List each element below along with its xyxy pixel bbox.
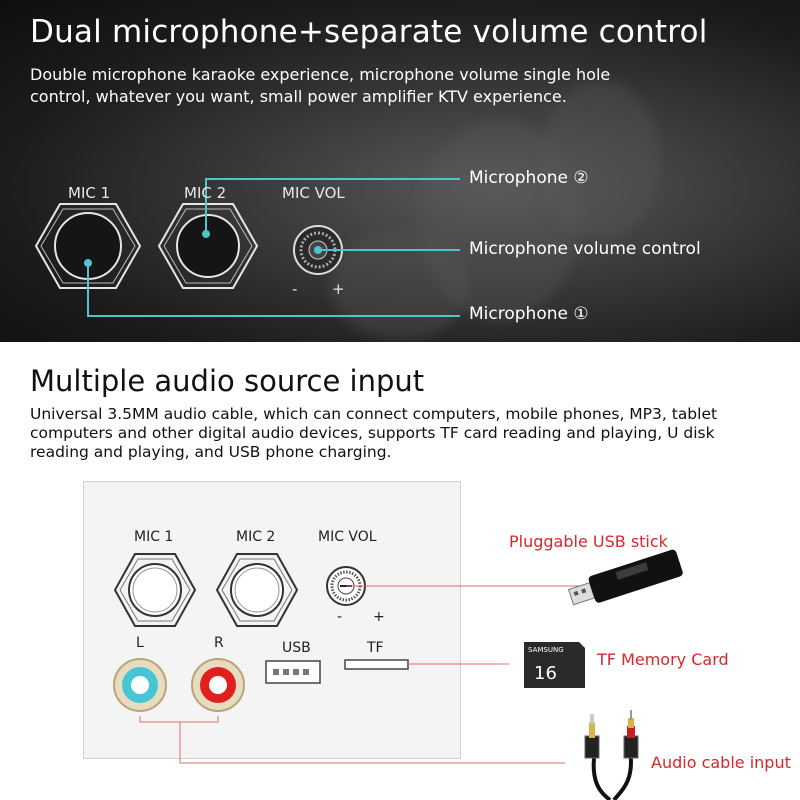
volume-plus-label: +: [332, 280, 345, 298]
rear-panel: [83, 481, 461, 759]
audio-cable-icon: [584, 710, 639, 800]
mic-vol-label: MIC VOL: [318, 529, 377, 545]
callout-volume-control: Microphone volume control: [469, 239, 701, 259]
mic-2-label: MIC 2: [236, 529, 276, 545]
tf-card-icon: SAMSUNG 16: [524, 642, 585, 688]
left-channel-label: L: [136, 635, 144, 651]
volume-plus-label: +: [373, 609, 385, 625]
mic-panel-diagram: [34, 178, 460, 317]
input-panel-diagram: SAMSUNG 16: [113, 549, 683, 800]
sd-card-brand: SAMSUNG: [528, 646, 564, 654]
callout-tf-card: TF Memory Card: [597, 650, 729, 669]
mic-1-jack-icon: [113, 553, 197, 627]
mic-2-label: MIC 2: [184, 184, 227, 202]
background-figure: [330, 230, 470, 340]
usb-stick-icon: [567, 549, 683, 606]
callout-usb-stick: Pluggable USB stick: [509, 532, 668, 551]
top-feature-section: Dual microphone+separate volume control …: [0, 0, 800, 342]
background-figure: [420, 120, 580, 320]
tf-label: TF: [367, 640, 384, 656]
volume-minus-label: -: [292, 280, 298, 298]
callout-lines: [87, 178, 460, 317]
callout-lines: [139, 585, 587, 764]
usb-port-icon: [265, 660, 321, 684]
callout-audio-cable: Audio cable input: [651, 753, 791, 772]
usb-label: USB: [282, 640, 311, 656]
callout-dots: [84, 230, 322, 267]
mic-vol-label: MIC VOL: [282, 184, 345, 202]
callout-microphone-2: Microphone ②: [469, 168, 589, 188]
mic-2-jack-icon: [215, 553, 299, 627]
bottom-feature-section: Multiple audio source input Universal 3.…: [0, 342, 800, 800]
section-2-description: Universal 3.5MM audio cable, which can c…: [30, 405, 718, 461]
left-rca-jack-icon: [113, 658, 167, 712]
right-channel-label: R: [214, 635, 224, 651]
section-1-title: Dual microphone+separate volume control: [30, 14, 708, 50]
sd-card-capacity: 16: [534, 663, 557, 684]
section-1-description: Double microphone karaoke experience, mi…: [30, 65, 611, 106]
right-rca-jack-icon: [191, 658, 245, 712]
mic-2-jack-icon: [157, 203, 259, 289]
tf-slot-icon: [344, 659, 409, 670]
volume-minus-label: -: [337, 609, 343, 625]
callout-microphone-1: Microphone ①: [469, 304, 589, 324]
mic-1-label: MIC 1: [68, 184, 111, 202]
mic-1-label: MIC 1: [134, 529, 174, 545]
background-figure: [540, 80, 660, 240]
section-2-title: Multiple audio source input: [30, 364, 425, 398]
